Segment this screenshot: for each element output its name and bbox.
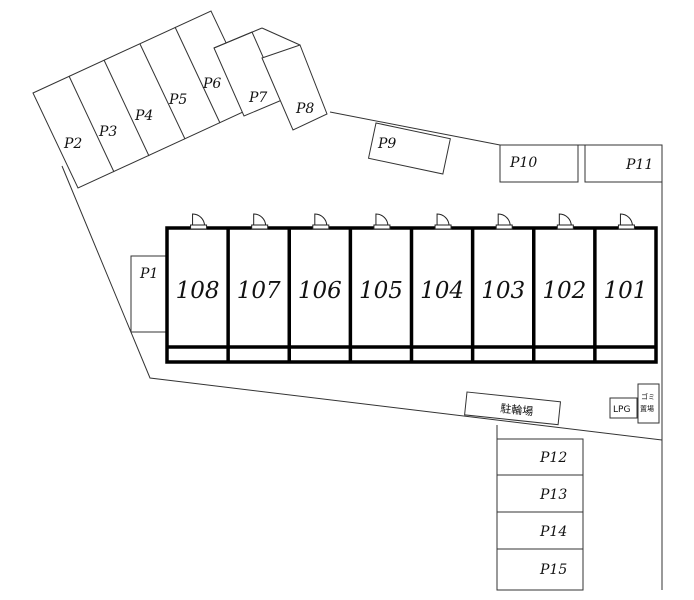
door-icon xyxy=(314,213,328,227)
label-garbage-line2: 置場 xyxy=(640,404,654,413)
door-icon xyxy=(253,213,267,227)
unit-label-103: 103 xyxy=(481,278,525,304)
door-sill xyxy=(251,224,269,230)
unit-label-106: 106 xyxy=(298,278,342,304)
unit-label-104: 104 xyxy=(420,278,464,304)
door-sill xyxy=(495,224,513,230)
door-icon xyxy=(558,213,572,227)
door-icon xyxy=(497,213,511,227)
parking-space-p9 xyxy=(367,122,451,175)
unit-label-108: 108 xyxy=(176,278,220,304)
label-p15: P15 xyxy=(539,562,567,578)
door-icon xyxy=(375,213,389,227)
parking-space-p11 xyxy=(584,144,663,183)
unit-label-105: 105 xyxy=(359,278,403,304)
label-p5: P5 xyxy=(168,92,187,108)
parking-group-p12-p15 xyxy=(496,438,584,591)
unit-label-107: 107 xyxy=(237,278,281,304)
door-icon xyxy=(436,213,450,227)
label-lpg: LPG xyxy=(613,405,630,415)
label-p9: P9 xyxy=(377,136,396,152)
label-p13: P13 xyxy=(539,487,567,503)
label-p1: P1 xyxy=(139,266,158,282)
door-sill xyxy=(373,224,391,230)
label-p6: P6 xyxy=(202,76,221,92)
door-sill xyxy=(617,224,635,230)
door-sill xyxy=(434,224,452,230)
lpg-tank xyxy=(609,397,638,419)
parking-group-p7-p8 xyxy=(213,27,328,131)
garbage-area xyxy=(637,383,660,424)
label-bicycle-parking: 駐輪場 xyxy=(500,401,534,418)
label-p3: P3 xyxy=(98,124,117,140)
units-layer: 108 107 106 105 104 103 102 101 xyxy=(176,213,647,362)
label-garbage-line1: ゴミ xyxy=(641,392,655,401)
label-p8: P8 xyxy=(295,101,314,117)
parking-group-p2-p6 xyxy=(32,10,257,189)
door-icon xyxy=(619,213,633,227)
parking-space-p10 xyxy=(499,144,579,183)
label-p10: P10 xyxy=(509,155,537,171)
label-p2: P2 xyxy=(63,136,82,152)
label-p12: P12 xyxy=(539,450,567,466)
door-icon xyxy=(192,213,206,227)
door-sill xyxy=(312,224,330,230)
unit-label-102: 102 xyxy=(542,278,586,304)
parking-space-p1 xyxy=(130,255,168,333)
door-sill xyxy=(556,224,574,230)
label-p7: P7 xyxy=(248,90,267,106)
label-p11: P11 xyxy=(625,157,653,173)
label-p4: P4 xyxy=(134,108,153,124)
unit-label-101: 101 xyxy=(603,278,647,304)
door-sill xyxy=(190,224,208,230)
label-p14: P14 xyxy=(539,524,567,540)
bicycle-parking xyxy=(464,391,562,426)
